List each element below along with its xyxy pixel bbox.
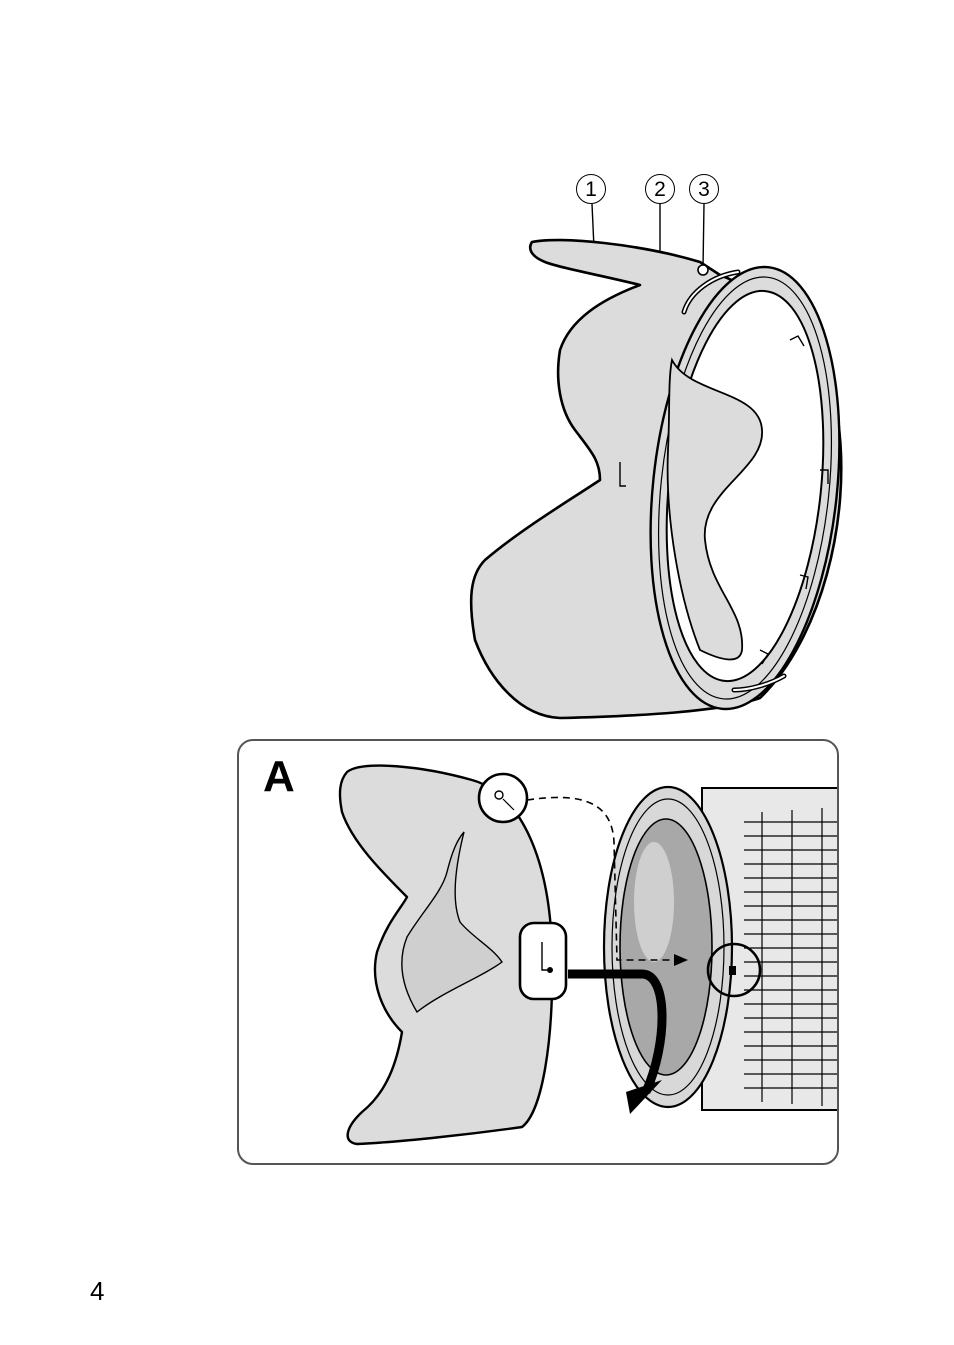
- panel-attach-hood: A: [237, 739, 839, 1165]
- hood-lock-highlight: [520, 923, 566, 999]
- lens-index-mark: [729, 966, 736, 975]
- hood-dot-highlight: [479, 774, 527, 822]
- hood-alignment-dot: [698, 265, 708, 275]
- lens-glass-highlight: [634, 842, 674, 962]
- callout-2-number: 2: [654, 179, 666, 200]
- callout-1-number: 1: [585, 179, 597, 200]
- page-number: 4: [90, 1278, 104, 1304]
- panel-a-illustration: [239, 741, 839, 1165]
- hood-lock-dot: [547, 967, 553, 973]
- lens-hood-illustration: [440, 200, 860, 730]
- callout-3-number: 3: [698, 179, 710, 200]
